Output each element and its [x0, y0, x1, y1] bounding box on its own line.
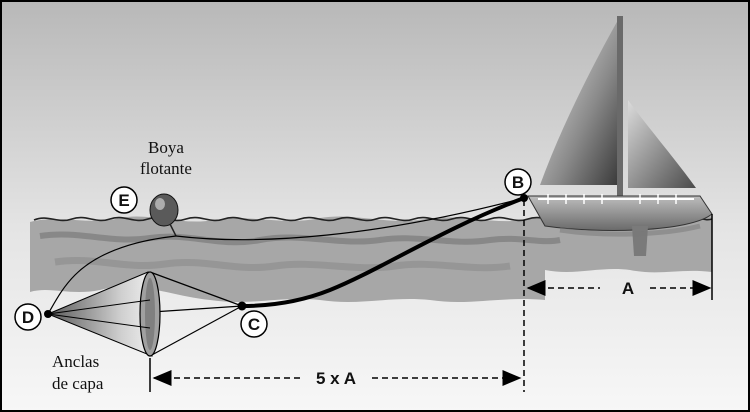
keel: [632, 226, 648, 256]
sailboat: [527, 16, 713, 256]
point-c: C: [237, 301, 268, 338]
point-b: B: [504, 168, 532, 202]
dimension-lines: [149, 200, 713, 392]
main-rode: [241, 196, 525, 308]
sea-anchor-cone: [46, 271, 161, 357]
point-d: D: [14, 303, 52, 331]
point-e-label: E: [118, 191, 129, 210]
mainsail: [540, 20, 618, 185]
trip-line: [47, 235, 177, 315]
point-d-label: D: [22, 308, 34, 327]
anchor-label-line1: Anclas: [52, 352, 99, 371]
distance-5a-label: 5 x A: [316, 369, 356, 388]
point-b-label: B: [512, 173, 524, 192]
buoy-label-line1: Boya: [148, 138, 184, 157]
floating-buoy: [149, 193, 179, 237]
point-e: E: [110, 186, 138, 214]
point-c-label: C: [248, 315, 260, 334]
buoy-label-line2: flotante: [140, 159, 192, 178]
anchor-label-line2: de capa: [52, 374, 104, 393]
jib-sail: [628, 100, 696, 188]
distance-a-label: A: [622, 279, 634, 298]
mast: [617, 16, 623, 200]
float-line: [175, 197, 525, 241]
rode-lines: [47, 196, 525, 357]
